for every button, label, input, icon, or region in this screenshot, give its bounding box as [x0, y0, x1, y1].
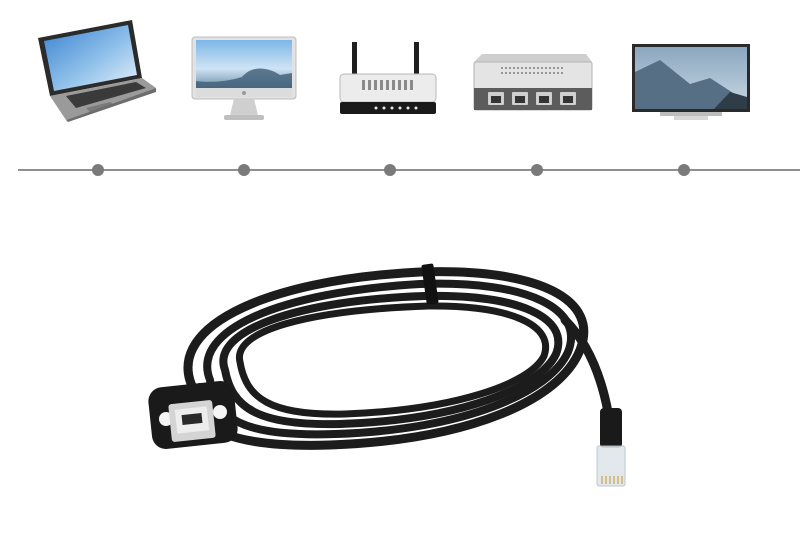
rj45-male-plug — [596, 408, 626, 487]
laptop-icon — [38, 20, 156, 122]
timeline-dot — [92, 164, 104, 176]
tv-icon — [632, 44, 750, 120]
timeline-dot — [238, 164, 250, 176]
timeline-dot — [384, 164, 396, 176]
rj45-female-panel-connector — [148, 381, 238, 449]
timeline-dot — [531, 164, 543, 176]
wireless-router-icon — [339, 42, 437, 114]
network-switch-icon — [473, 54, 593, 111]
desktop-monitor-icon — [191, 36, 297, 120]
timeline-line — [18, 169, 800, 171]
timeline-dot — [678, 164, 690, 176]
